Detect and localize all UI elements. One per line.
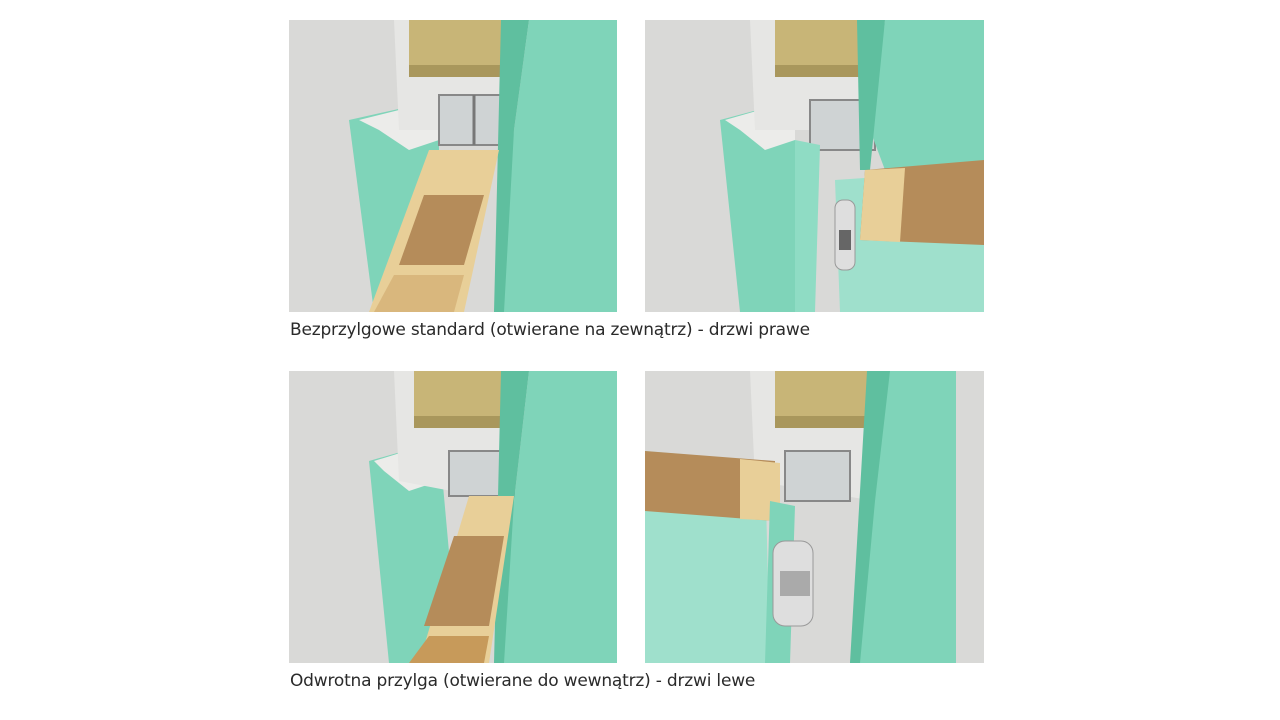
caption-reverse: Odwrotna przylga (otwierane do wewnątrz)… <box>290 671 756 691</box>
caption-standard: Bezprzylgowe standard (otwierane na zewn… <box>290 320 810 340</box>
door-section-image-standard-closed <box>289 20 617 312</box>
door-section-image-standard-open <box>645 20 984 312</box>
door-section-image-reverse-open <box>645 371 984 663</box>
door-section-image-reverse-closed <box>289 371 617 663</box>
